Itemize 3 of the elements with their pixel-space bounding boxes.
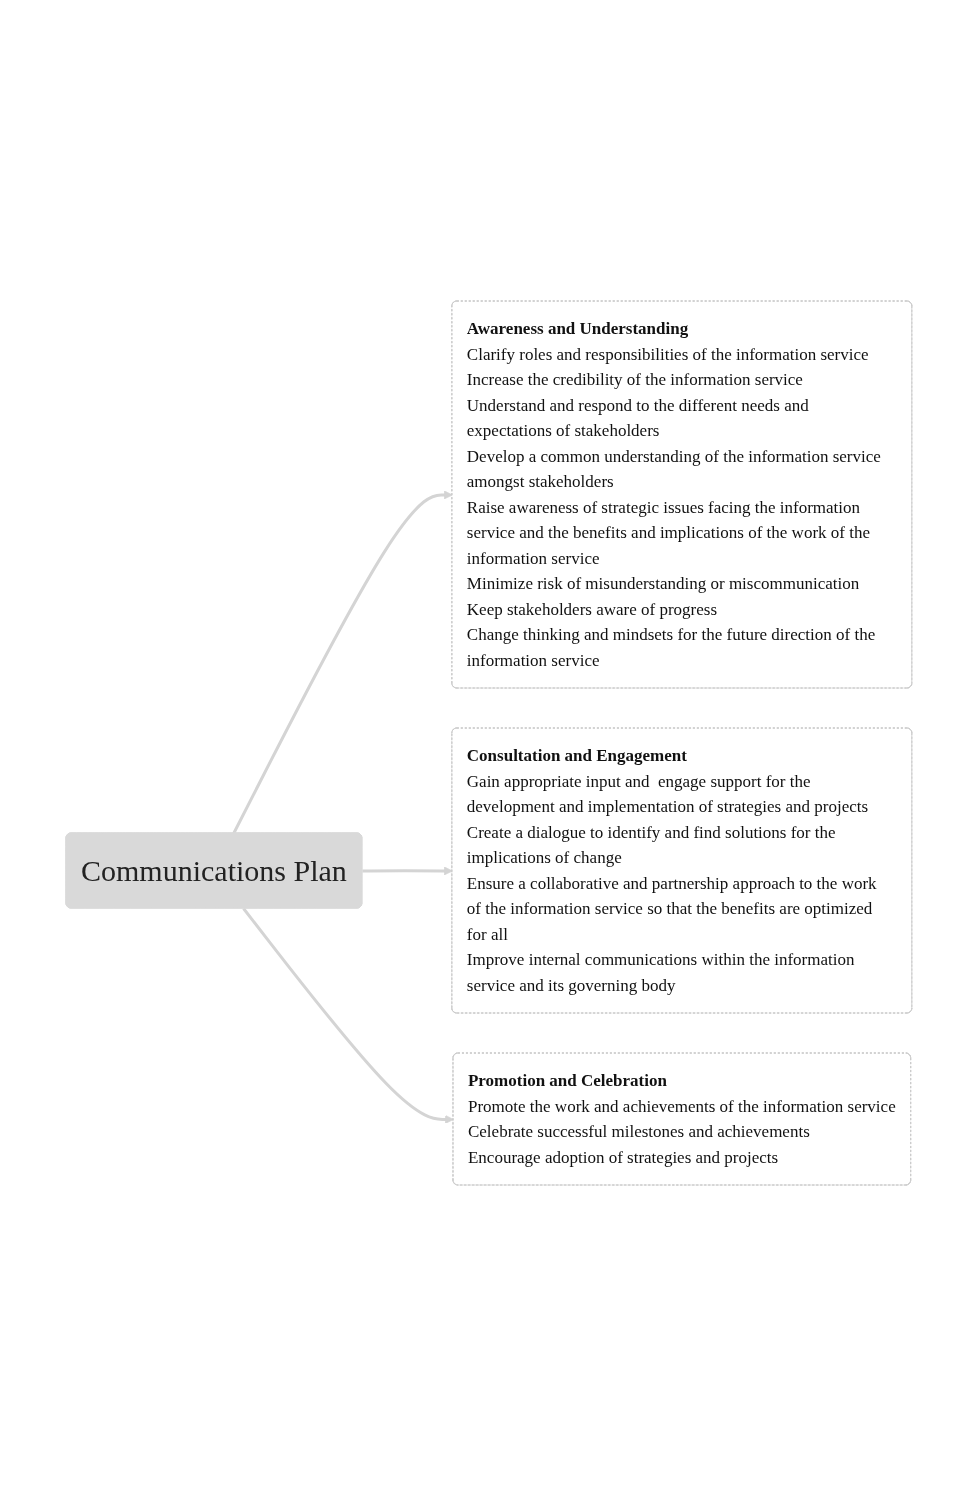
arrow	[232, 490, 453, 834]
arrow	[242, 907, 454, 1124]
arrow	[362, 866, 453, 875]
